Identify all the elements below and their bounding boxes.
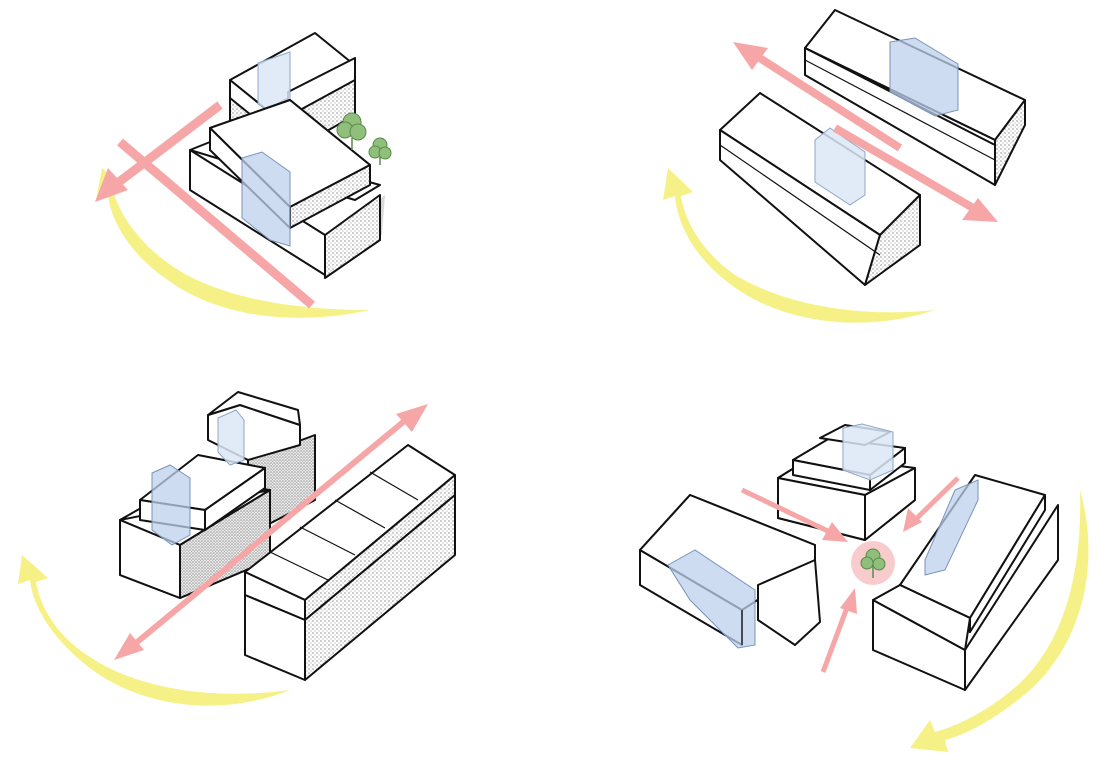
glass-atrium [217,409,245,466]
panel-bottom-right [639,423,1089,752]
glass-atrium [924,479,979,576]
left-building [639,494,821,649]
wind-arrow [117,138,315,309]
glass-atrium [241,151,291,247]
tree-icon [368,137,392,165]
focus-courtyard [851,541,895,585]
wind-arrow [820,588,857,673]
wind-arrow [903,476,960,532]
sun-path-arrow [910,490,1089,752]
glass-atrium [151,464,191,546]
long-building [244,444,456,681]
glass-atrium [814,127,866,206]
left-building [119,391,316,599]
tree-icon [336,112,367,150]
top-building [777,423,916,541]
front-building [719,92,921,286]
sun-path-arrow [663,168,935,323]
glass-atrium [842,423,894,481]
glass-atrium [667,549,756,649]
panel-top-left [95,32,392,318]
wind-arrow [733,42,903,152]
panel-bottom-left [18,391,456,706]
wind-arrow [114,404,428,660]
panel-top-right [663,9,1026,323]
wind-arrow [740,487,848,542]
wind-arrow [832,124,998,222]
front-building [189,99,381,279]
tree-icon [860,548,886,578]
right-building [872,474,1059,691]
rear-building [804,9,1026,186]
glass-atrium [889,37,959,117]
wind-arrow [95,101,223,202]
